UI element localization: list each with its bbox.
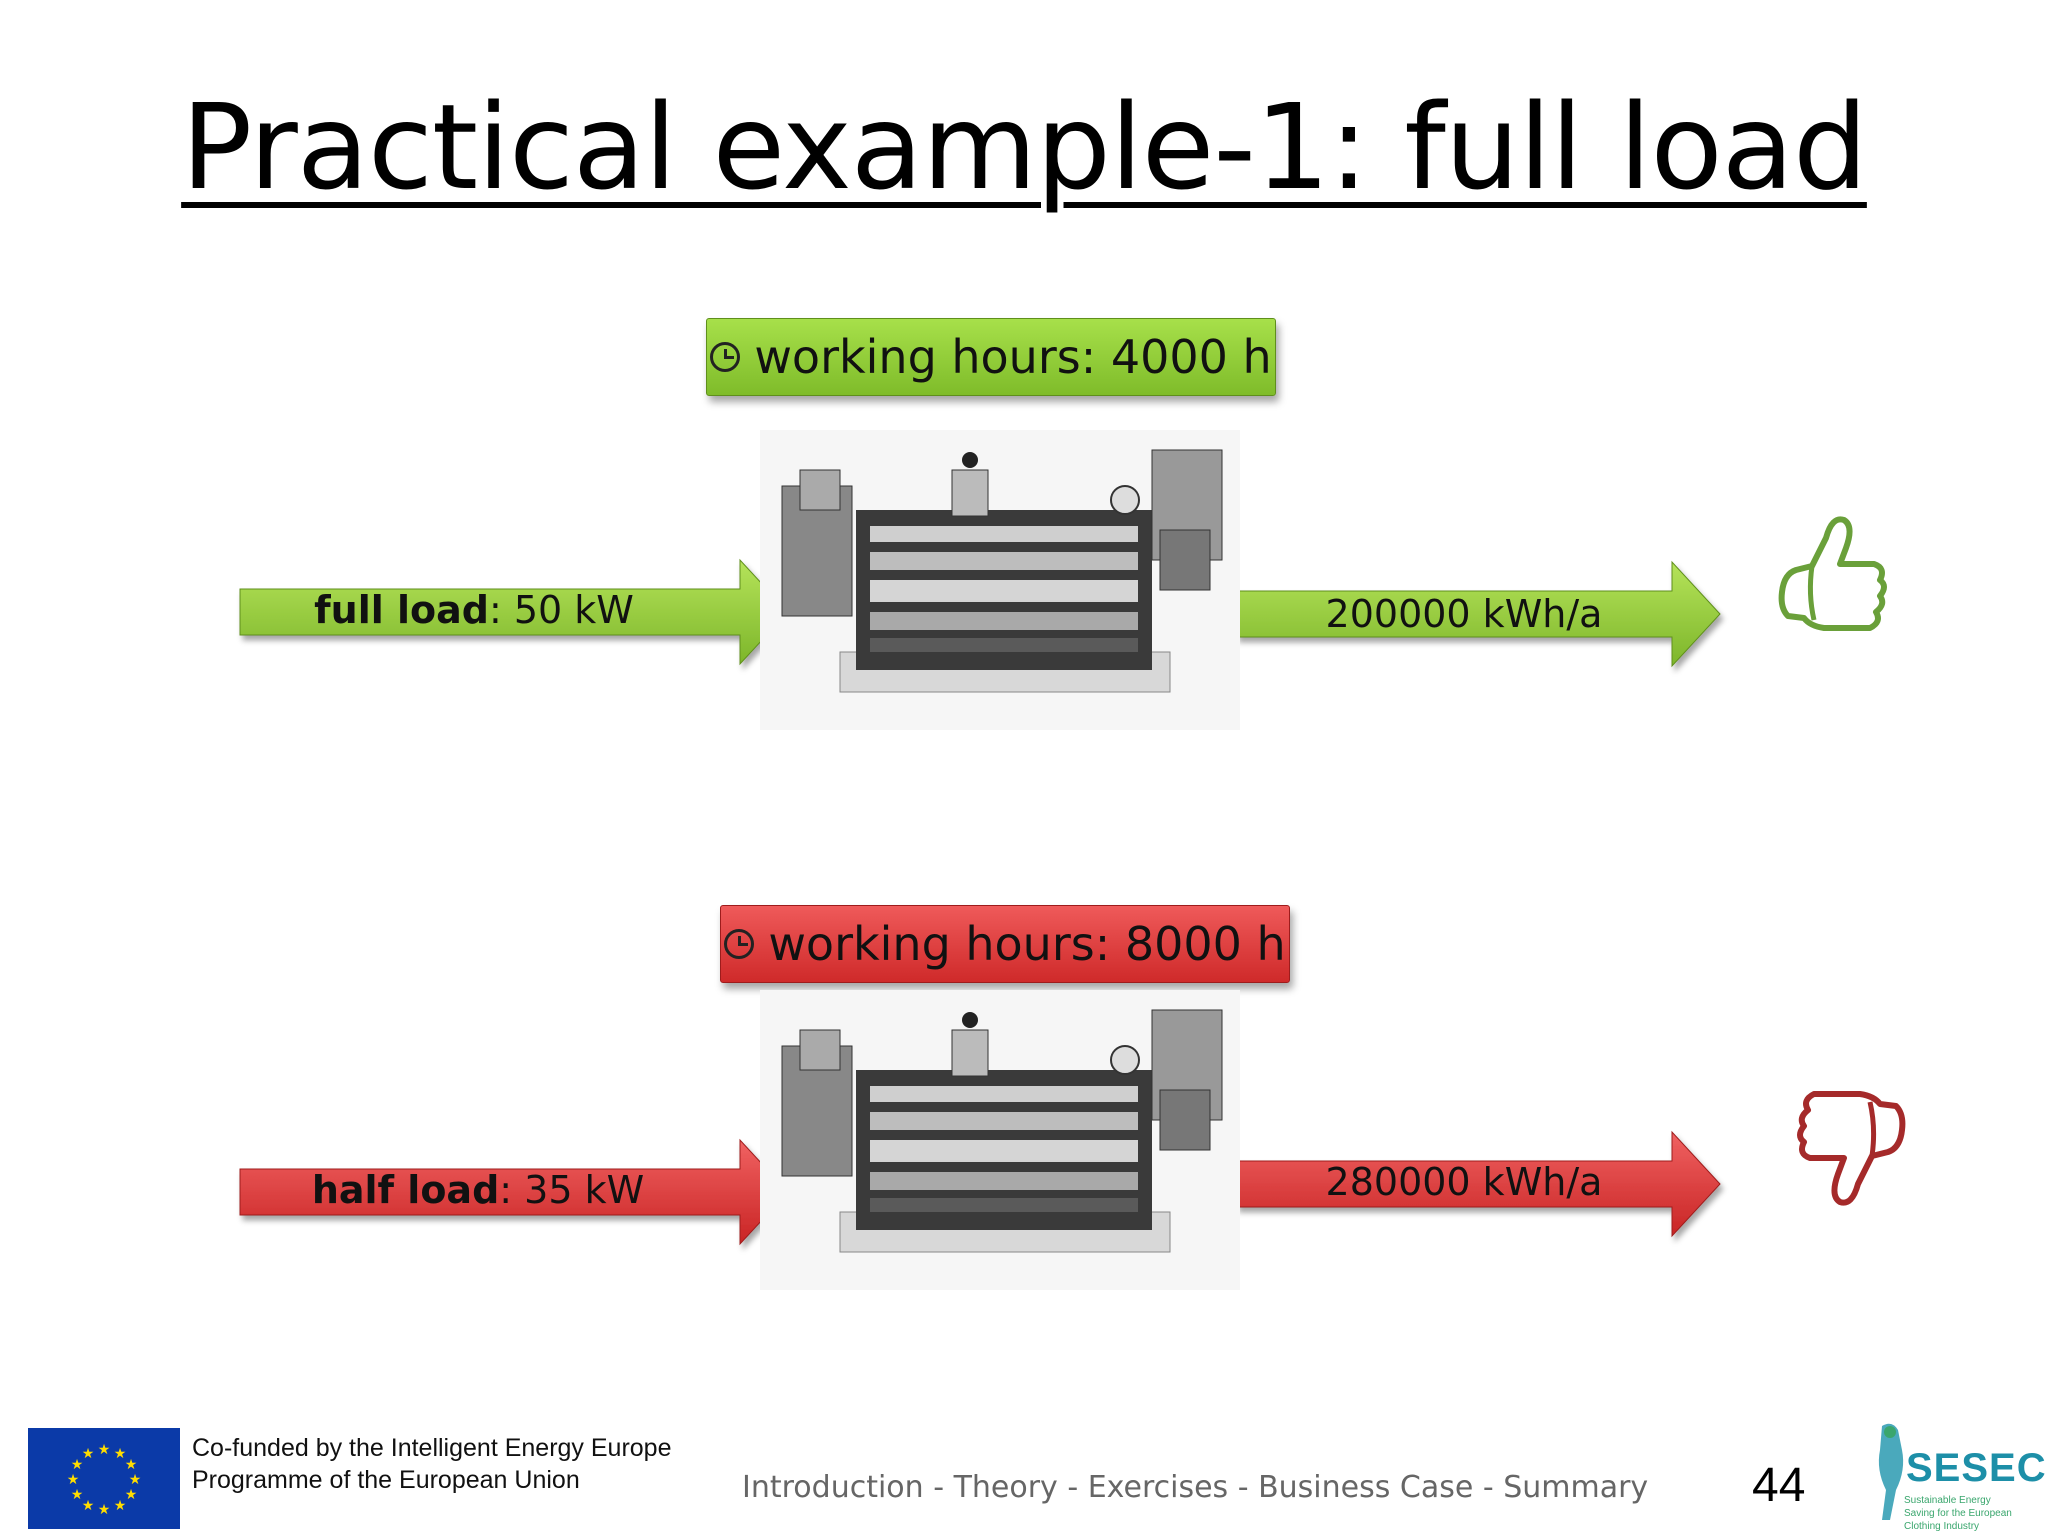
svg-text:★: ★ bbox=[82, 1498, 95, 1514]
output-energy-label: 280000 kWh/a bbox=[1325, 1160, 1603, 1204]
thumbs-up-icon bbox=[1778, 516, 1887, 631]
funding-statement: Co-funded by the Intelligent Energy Euro… bbox=[192, 1432, 671, 1496]
sesec-logo-subtitle: Sustainable Energy Saving for the Europe… bbox=[1904, 1495, 2012, 1532]
input-load-bold: half load bbox=[311, 1168, 500, 1212]
svg-text:★: ★ bbox=[71, 1487, 84, 1503]
sesec-logo-text: SESEC bbox=[1906, 1446, 2047, 1490]
working-hours-box-half: working hours: 8000 h bbox=[720, 905, 1290, 983]
svg-text:★: ★ bbox=[114, 1498, 127, 1514]
funding-line-2: Programme of the European Union bbox=[192, 1466, 580, 1494]
thumbs-down-icon bbox=[1797, 1091, 1906, 1206]
svg-text:★: ★ bbox=[129, 1472, 142, 1488]
svg-text:★: ★ bbox=[114, 1446, 127, 1462]
svg-text:★: ★ bbox=[125, 1487, 138, 1503]
svg-text:★: ★ bbox=[98, 1442, 111, 1458]
svg-text:★: ★ bbox=[71, 1457, 84, 1473]
sesec-logo bbox=[1878, 1423, 1904, 1520]
svg-text:★: ★ bbox=[67, 1472, 80, 1488]
funding-line-1: Co-funded by the Intelligent Energy Euro… bbox=[192, 1434, 672, 1462]
input-arrow-full: full load: 50 kW bbox=[239, 558, 789, 666]
clock-icon bbox=[724, 929, 755, 959]
input-load-bold: full load bbox=[314, 588, 489, 632]
input-load-value: : 35 kW bbox=[499, 1168, 645, 1212]
page-number: 44 bbox=[1752, 1459, 1806, 1512]
svg-text:★: ★ bbox=[82, 1446, 95, 1462]
input-load-value: : 50 kW bbox=[488, 588, 634, 632]
clock-icon bbox=[710, 342, 741, 372]
machine-image-full bbox=[760, 430, 1240, 730]
working-hours-box-full: working hours: 4000 h bbox=[706, 318, 1276, 396]
svg-text:★: ★ bbox=[125, 1457, 138, 1473]
working-hours-label: working hours: 8000 h bbox=[768, 917, 1286, 971]
output-energy-label: 200000 kWh/a bbox=[1325, 592, 1603, 636]
slide-title: Practical example-1: full load bbox=[181, 78, 1868, 216]
machine-image-half bbox=[760, 990, 1240, 1290]
input-arrow-half: half load: 35 kW bbox=[239, 1138, 789, 1246]
output-arrow-full: 200000 kWh/a bbox=[1235, 560, 1721, 668]
eu-flag-logo: ★★★ ★★★ ★★★ ★★★ bbox=[28, 1428, 180, 1529]
output-arrow-half: 280000 kWh/a bbox=[1235, 1130, 1721, 1238]
section-navigation: Introduction - Theory - Exercises - Busi… bbox=[742, 1470, 1649, 1505]
working-hours-label: working hours: 4000 h bbox=[754, 330, 1272, 384]
svg-text:★: ★ bbox=[98, 1502, 111, 1518]
